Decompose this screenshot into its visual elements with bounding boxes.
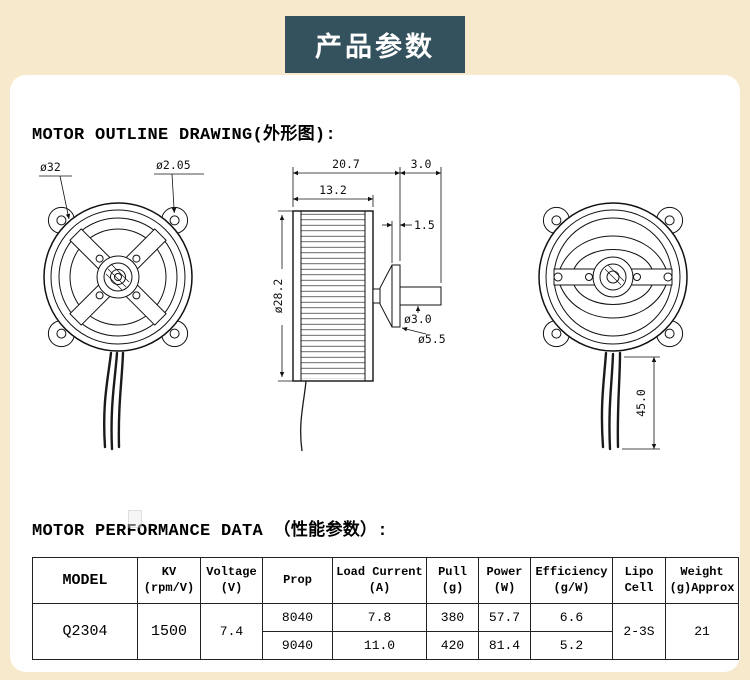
dim-collar-diameter: ø5.5 (418, 332, 446, 346)
cell-prop: 9040 (262, 631, 333, 660)
cell-load-current: 11.0 (332, 631, 427, 660)
col-header-kv: KV (rpm/V) (137, 557, 201, 604)
col-header-prop: Prop (262, 557, 333, 604)
front-wires (102, 351, 125, 451)
dim-body-diameter: ø28.2 (271, 279, 285, 314)
front-view-drawing: ø32 ø2.05 (39, 158, 204, 451)
cell-weight: 21 (665, 603, 739, 660)
table-row: Q2304 1500 7.4 8040 7.8 380 57.7 6.6 2-3… (32, 603, 739, 660)
cell-prop: 8040 (262, 603, 333, 632)
side-shaft-assembly (372, 264, 442, 328)
cell-kv: 1500 (137, 603, 201, 660)
cell-load-current: 7.8 (332, 603, 427, 632)
col-header-pull: Pull (g) (426, 557, 479, 604)
cell-lipo-cell: 2-3S (612, 603, 666, 660)
cell-efficiency: 5.2 (530, 631, 613, 660)
side-wire (300, 380, 307, 452)
front-hub (96, 255, 140, 299)
col-header-model: MODEL (32, 557, 138, 604)
front-dimensions: ø32 ø2.05 (39, 158, 204, 220)
performance-heading: MOTOR PERFORMANCE DATA （性能参数）: (32, 510, 728, 541)
cell-pull: 380 (426, 603, 479, 632)
col-header-efficiency: Efficiency (g/W) (530, 557, 613, 604)
cell-pull: 420 (426, 631, 479, 660)
cell-voltage: 7.4 (200, 603, 263, 660)
col-header-weight: Weight (g)Approx (665, 557, 739, 604)
rear-dimensions: 45.0 (622, 356, 660, 450)
cell-efficiency: 6.6 (530, 603, 613, 632)
motor-drawings: ø32 ø2.05 (22, 151, 728, 501)
dim-step: 1.5 (414, 218, 435, 232)
side-view-drawing: 20.7 3.0 13.2 1.5 ø28.2 ø3.0 ø5.5 (271, 157, 446, 452)
dim-body-length: 13.2 (319, 183, 347, 197)
table-header-row: MODEL KV (rpm/V) Voltage (V) Prop Load C… (32, 557, 739, 604)
outline-heading: MOTOR OUTLINE DRAWING(外形图): (32, 126, 336, 145)
dim-wire-length: 45.0 (634, 389, 648, 417)
rear-view-drawing: 45.0 (538, 202, 688, 451)
rear-hub (585, 256, 641, 298)
title-banner: 产品参数 (285, 16, 465, 73)
front-ear-holes (56, 215, 180, 339)
dim-total-length: 20.7 (332, 157, 360, 171)
dim-shaft-diameter: ø3.0 (404, 312, 432, 326)
performance-heading-text: MOTOR PERFORMANCE DATA （性能参数）: (32, 522, 388, 541)
col-header-power: Power (W) (478, 557, 531, 604)
cell-power: 81.4 (478, 631, 531, 660)
col-header-load-current: Load Current (A) (332, 557, 427, 604)
performance-table: MODEL KV (rpm/V) Voltage (V) Prop Load C… (32, 557, 739, 660)
rear-ear-holes (551, 215, 675, 339)
rear-wires (600, 351, 622, 451)
side-dimensions: 20.7 3.0 13.2 1.5 ø28.2 ø3.0 ø5.5 (271, 157, 446, 382)
cell-power: 57.7 (478, 603, 531, 632)
cell-model: Q2304 (32, 603, 138, 660)
col-header-voltage: Voltage (V) (200, 557, 263, 604)
banner-title: 产品参数 (315, 32, 435, 63)
side-motor-body (292, 210, 374, 382)
table-row: 9040 11.0 420 81.4 5.2 (33, 631, 739, 660)
col-header-lipo-cell: Lipo Cell (612, 557, 666, 604)
dim-outer-diameter: ø32 (40, 160, 61, 174)
content-panel: MOTOR OUTLINE DRAWING(外形图): (10, 75, 740, 672)
dim-shaft-extension: 3.0 (411, 157, 432, 171)
watermark-artifact (128, 510, 142, 528)
dim-mount-hole-diameter: ø2.05 (156, 158, 191, 172)
